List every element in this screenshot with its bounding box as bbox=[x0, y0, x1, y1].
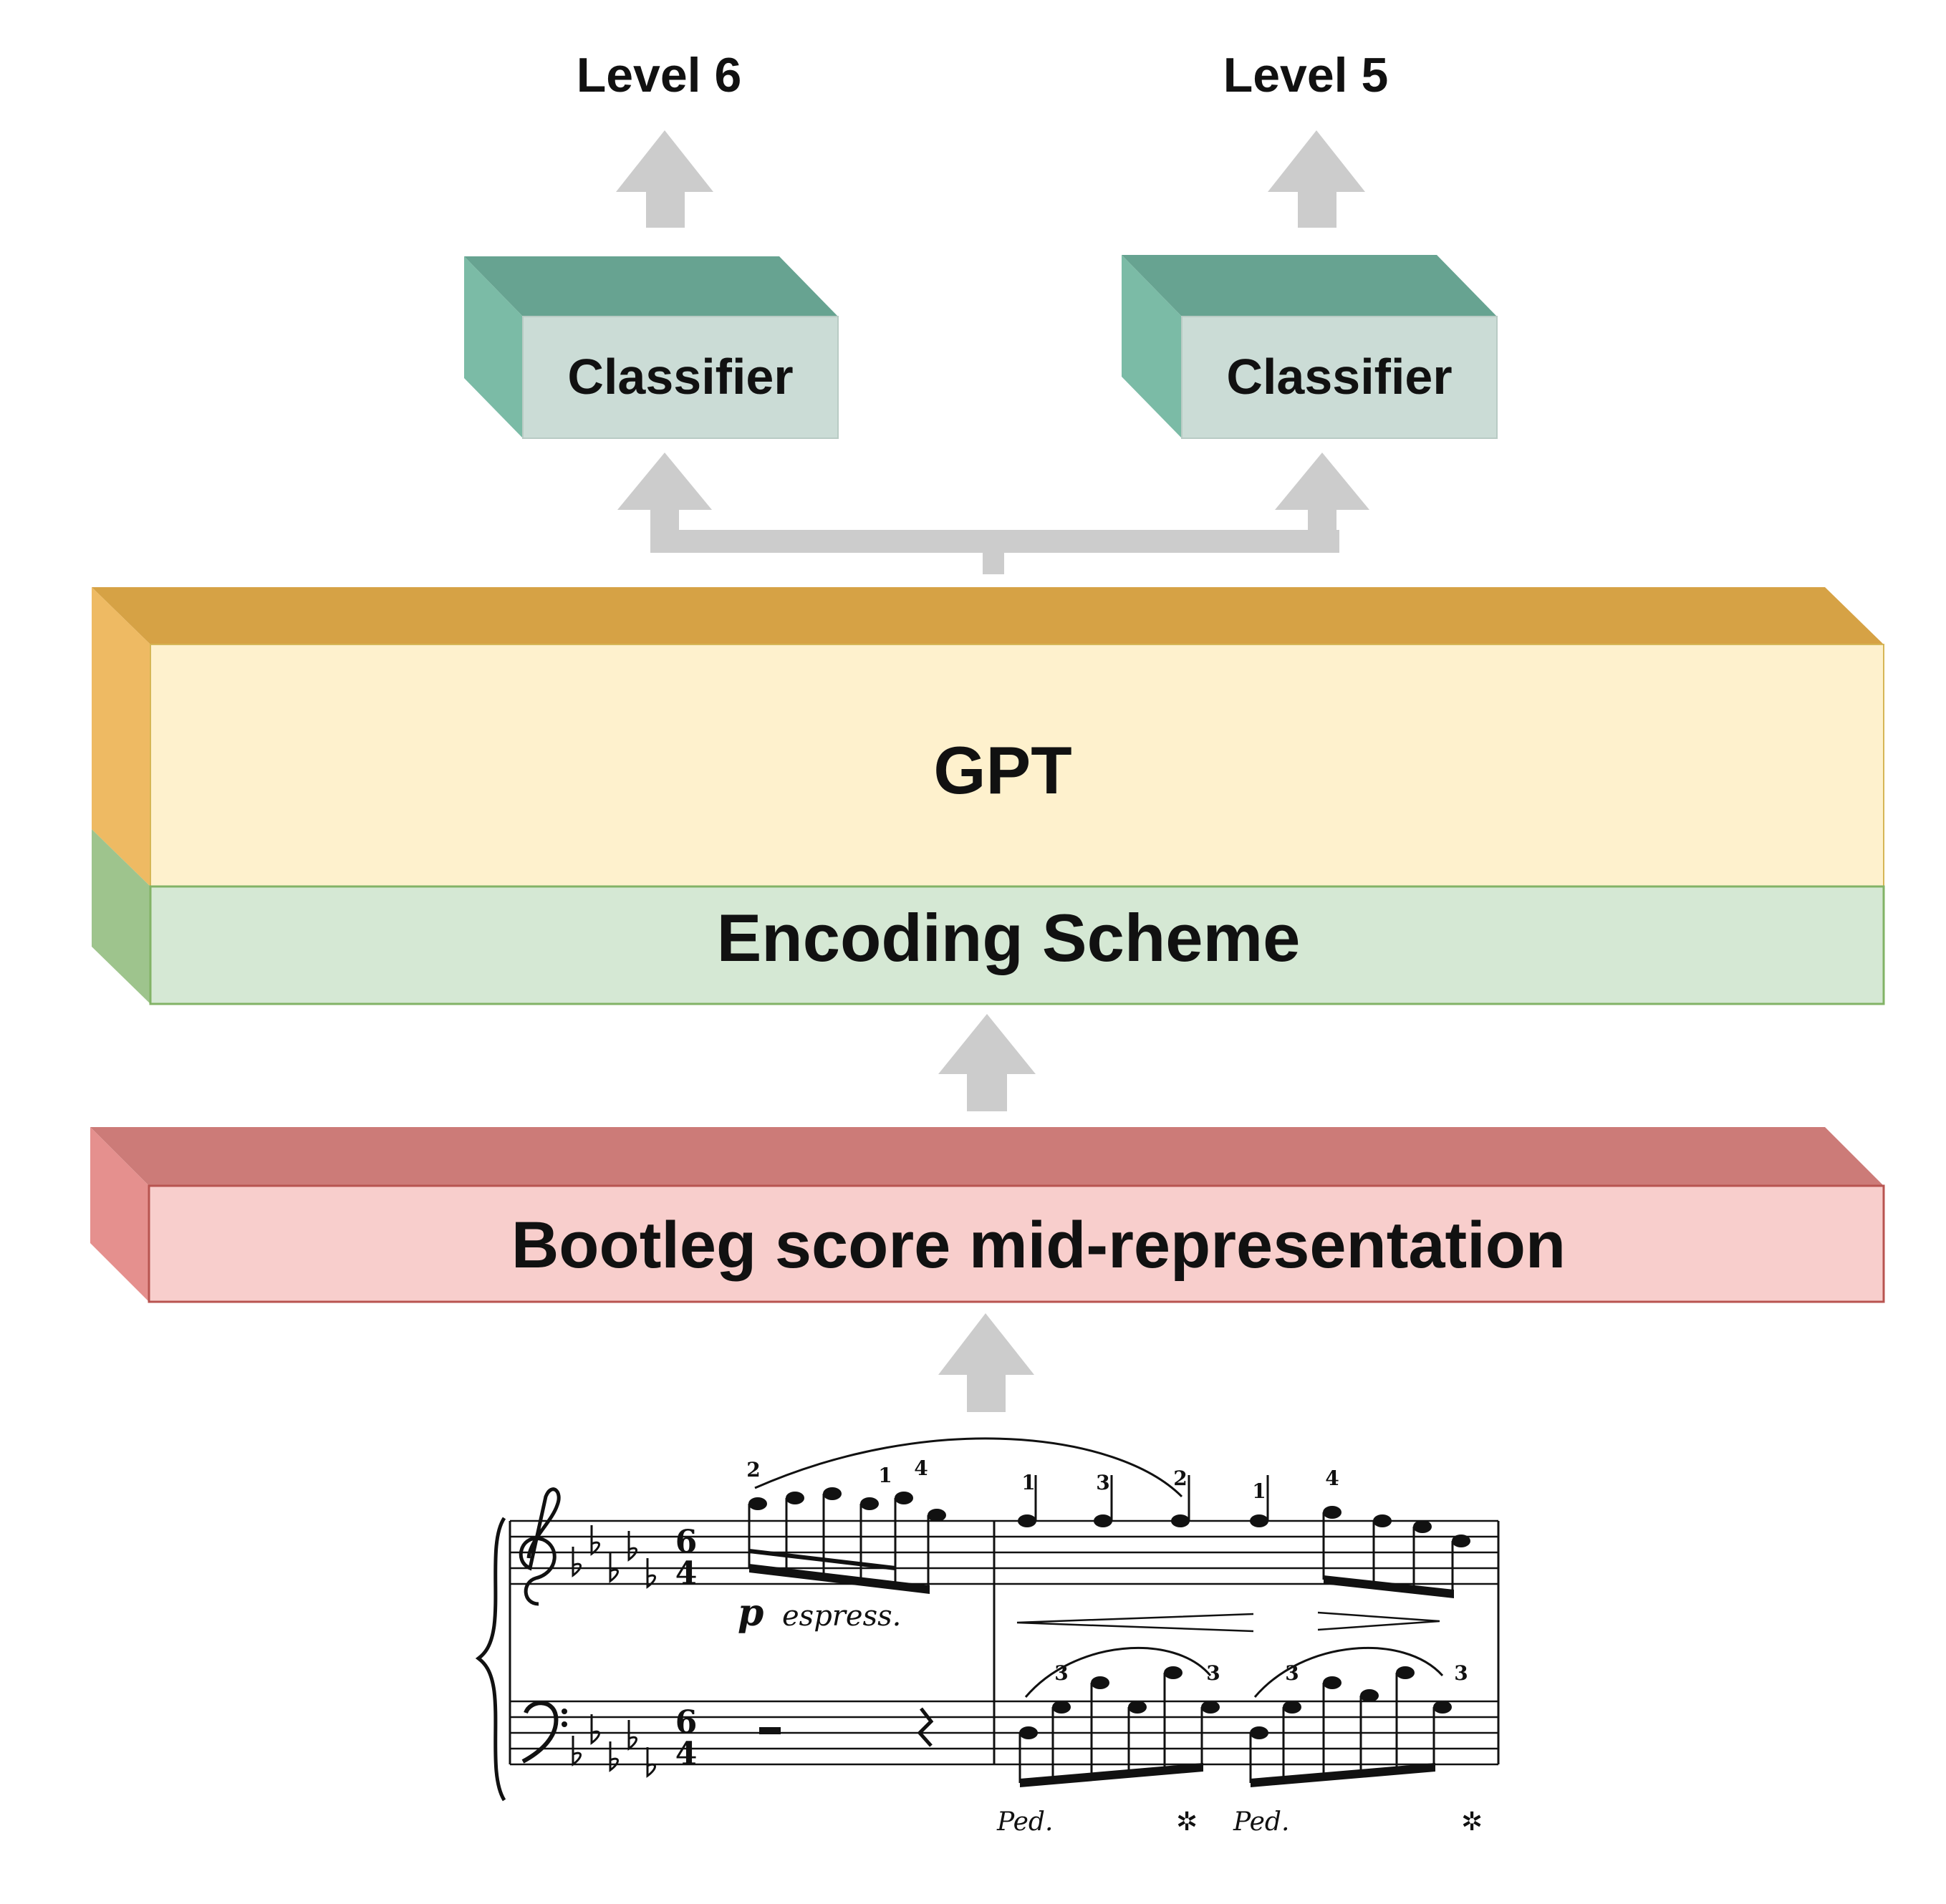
fingering-6: 2 bbox=[1173, 1466, 1187, 1490]
treble-beam-m2 bbox=[1324, 1575, 1454, 1598]
triplet-1: 3 bbox=[1054, 1661, 1068, 1685]
gpt-block: GPT bbox=[92, 587, 1884, 887]
bass-slur-2 bbox=[1253, 1646, 1444, 1698]
half-rest bbox=[759, 1727, 781, 1734]
triplet-4: 3 bbox=[1454, 1661, 1468, 1685]
bass-notes-m2 bbox=[1019, 1666, 1452, 1739]
classifier-right-front-face bbox=[1181, 316, 1498, 439]
treble-clef bbox=[519, 1487, 561, 1606]
bass-stems-m2 bbox=[1018, 1673, 1435, 1783]
treble-beam-m1 bbox=[749, 1564, 930, 1594]
treble-key-signature bbox=[572, 1525, 656, 1589]
bootleg-score-block: Bootleg score mid-representation bbox=[90, 1127, 1885, 1303]
gpt-front-face bbox=[150, 644, 1884, 887]
classifier-left-front-face bbox=[522, 316, 839, 439]
classifier-box-left: Classifier bbox=[464, 256, 839, 439]
gpt-side-face bbox=[92, 587, 150, 886]
slur-treble bbox=[754, 1437, 1183, 1498]
classifier-right-top-face bbox=[1122, 255, 1497, 316]
quarter-rest bbox=[917, 1707, 934, 1747]
arrow-head-left-classifier bbox=[617, 453, 712, 510]
level-5-label: Level 5 bbox=[1223, 48, 1389, 102]
classifier-left-side-face bbox=[464, 256, 523, 438]
classifier-left-label: Classifier bbox=[567, 349, 793, 405]
encoding-front-face bbox=[149, 885, 1885, 1005]
branch-connector bbox=[617, 453, 1369, 574]
treble-notes-m1 bbox=[748, 1487, 946, 1522]
grand-staff-brace bbox=[475, 1517, 506, 1802]
bass-clef-dot-2 bbox=[562, 1721, 567, 1727]
arrow-up-to-encoding bbox=[938, 1014, 1036, 1111]
time-sig-treble-top: 6 bbox=[675, 1524, 698, 1560]
bass-beam-1 bbox=[1020, 1763, 1203, 1787]
bass-key-signature bbox=[572, 1714, 656, 1778]
time-sig-bass-bottom: 4 bbox=[675, 1736, 698, 1772]
fingering-1: 2 bbox=[746, 1458, 760, 1482]
time-sig-bass-top: 6 bbox=[675, 1704, 698, 1741]
dynamic-marking: p bbox=[738, 1591, 764, 1635]
bootleg-score-label: Bootleg score mid-representation bbox=[511, 1209, 1566, 1282]
encoding-scheme-label: Encoding Scheme bbox=[717, 900, 1301, 975]
treble-notes-m2 bbox=[1018, 1506, 1470, 1547]
triplet-3: 3 bbox=[1285, 1661, 1299, 1685]
pedal-release-1: ✲ bbox=[1176, 1807, 1198, 1837]
classifier-box-right: Classifier bbox=[1122, 255, 1498, 439]
arrow-up-level-5 bbox=[1268, 130, 1365, 228]
fingering-4: 1 bbox=[1021, 1471, 1035, 1494]
classifier-right-label: Classifier bbox=[1226, 349, 1452, 405]
classifier-left-top-face bbox=[464, 256, 838, 316]
bass-beam-2 bbox=[1251, 1763, 1435, 1787]
fingering-8: 4 bbox=[1325, 1466, 1339, 1490]
fingering-7: 1 bbox=[1252, 1479, 1266, 1503]
fingering-5: 3 bbox=[1096, 1471, 1109, 1494]
gpt-top-face bbox=[92, 587, 1884, 644]
music-text: 6 4 6 4 p espress. 2 1 4 1 3 2 1 4 3 3 3… bbox=[675, 1456, 1483, 1837]
treble-stems-m2 bbox=[1034, 1475, 1454, 1593]
fingering-3: 4 bbox=[914, 1456, 928, 1480]
bass-clef-dot-1 bbox=[562, 1709, 567, 1714]
triplet-2: 3 bbox=[1206, 1661, 1220, 1685]
encoding-scheme-block: Encoding Scheme bbox=[92, 829, 1885, 1005]
bass-slur-1 bbox=[1024, 1646, 1212, 1698]
bootleg-side-face bbox=[90, 1127, 149, 1302]
pedal-mark-2: Ped. bbox=[1233, 1807, 1289, 1837]
diminuendo-hairpin bbox=[1317, 1611, 1440, 1631]
pedal-mark-1: Ped. bbox=[996, 1807, 1053, 1837]
level-6-label: Level 6 bbox=[577, 48, 742, 102]
bootleg-front-face bbox=[148, 1184, 1885, 1303]
gpt-label: GPT bbox=[933, 733, 1071, 808]
bootleg-top-face bbox=[90, 1127, 1884, 1186]
pedal-release-2: ✲ bbox=[1461, 1807, 1483, 1837]
treble-stems-m1 bbox=[748, 1494, 930, 1590]
classifier-right-side-face bbox=[1122, 255, 1182, 438]
treble-beam-m1-2 bbox=[748, 1549, 896, 1570]
arrow-up-to-bootleg bbox=[938, 1313, 1034, 1412]
bass-staff bbox=[510, 1700, 1498, 1766]
expression-text: espress. bbox=[782, 1600, 901, 1633]
encoding-side-face bbox=[92, 829, 150, 1004]
arrow-head-right-classifier bbox=[1275, 453, 1369, 510]
fingering-2: 1 bbox=[878, 1464, 892, 1487]
crescendo-hairpin bbox=[1016, 1613, 1254, 1633]
time-sig-treble-bottom: 4 bbox=[675, 1555, 698, 1592]
sheet-music-image bbox=[475, 1437, 1500, 1802]
arrow-up-level-6 bbox=[616, 130, 713, 228]
treble-staff bbox=[510, 1519, 1498, 1585]
bass-clef bbox=[521, 1701, 559, 1764]
